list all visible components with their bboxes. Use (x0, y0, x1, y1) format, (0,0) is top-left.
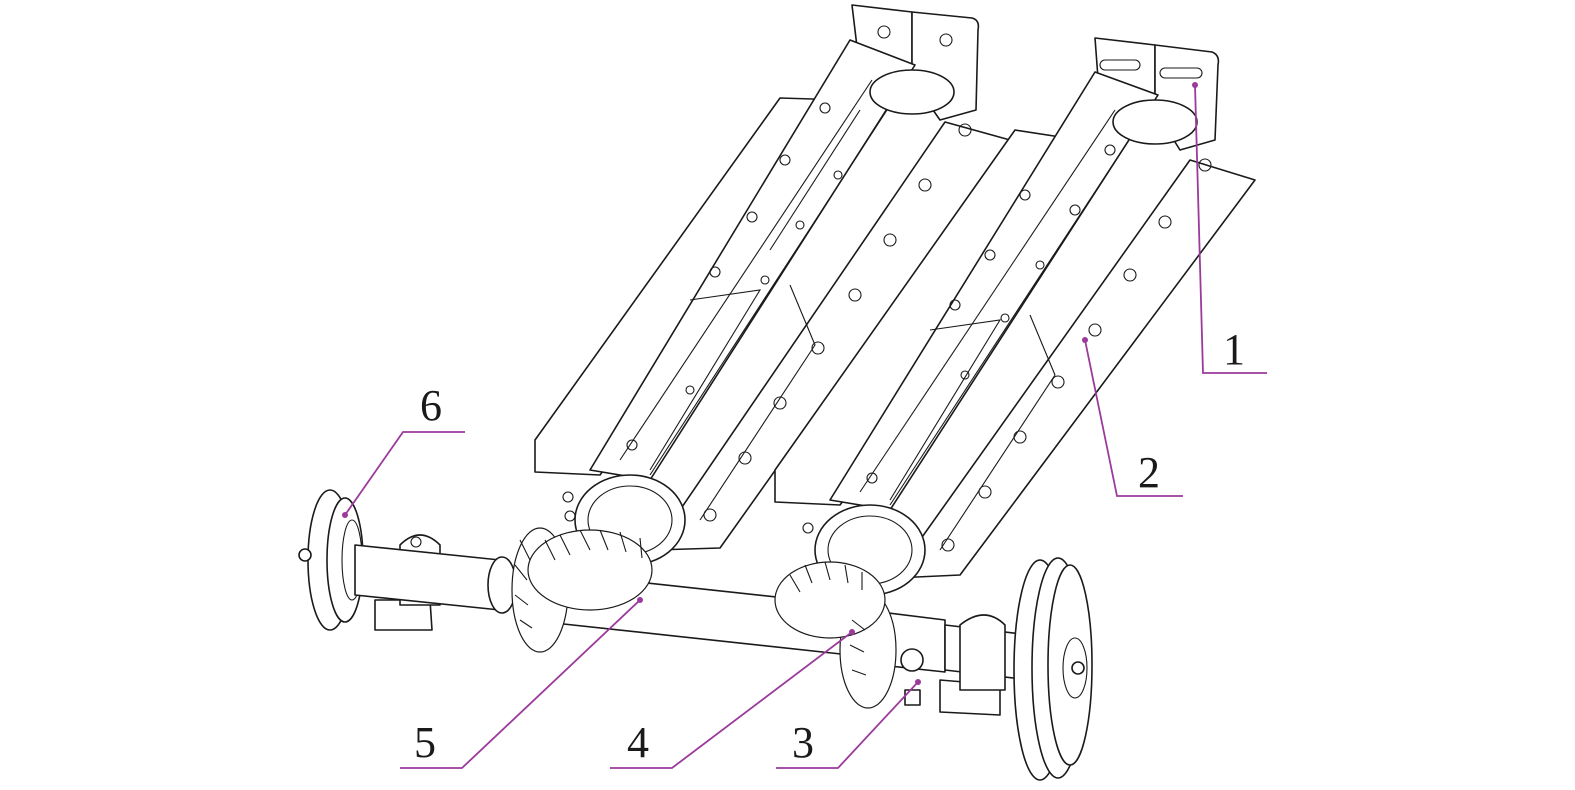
right-trough-assembly (774, 37, 1256, 596)
callout-label-1: 1 (1223, 325, 1245, 374)
callout-label-6: 6 (420, 381, 442, 430)
callout-3: 3 (776, 679, 921, 769)
bevel-gear-left (511, 527, 653, 653)
callout-2: 2 (1082, 337, 1183, 497)
bevel-gear-right (774, 561, 897, 709)
callout-4: 4 (610, 629, 855, 769)
callout-label-2: 2 (1138, 448, 1160, 497)
drive-shaft-assembly (298, 489, 1093, 781)
callout-6: 6 (342, 381, 465, 518)
callout-label-5: 5 (414, 718, 436, 767)
callout-1: 1 (1192, 82, 1267, 374)
callout-label-4: 4 (627, 718, 649, 767)
callout-5: 5 (400, 597, 643, 769)
left-trough-assembly (534, 4, 1011, 566)
callout-label-3: 3 (792, 718, 814, 767)
